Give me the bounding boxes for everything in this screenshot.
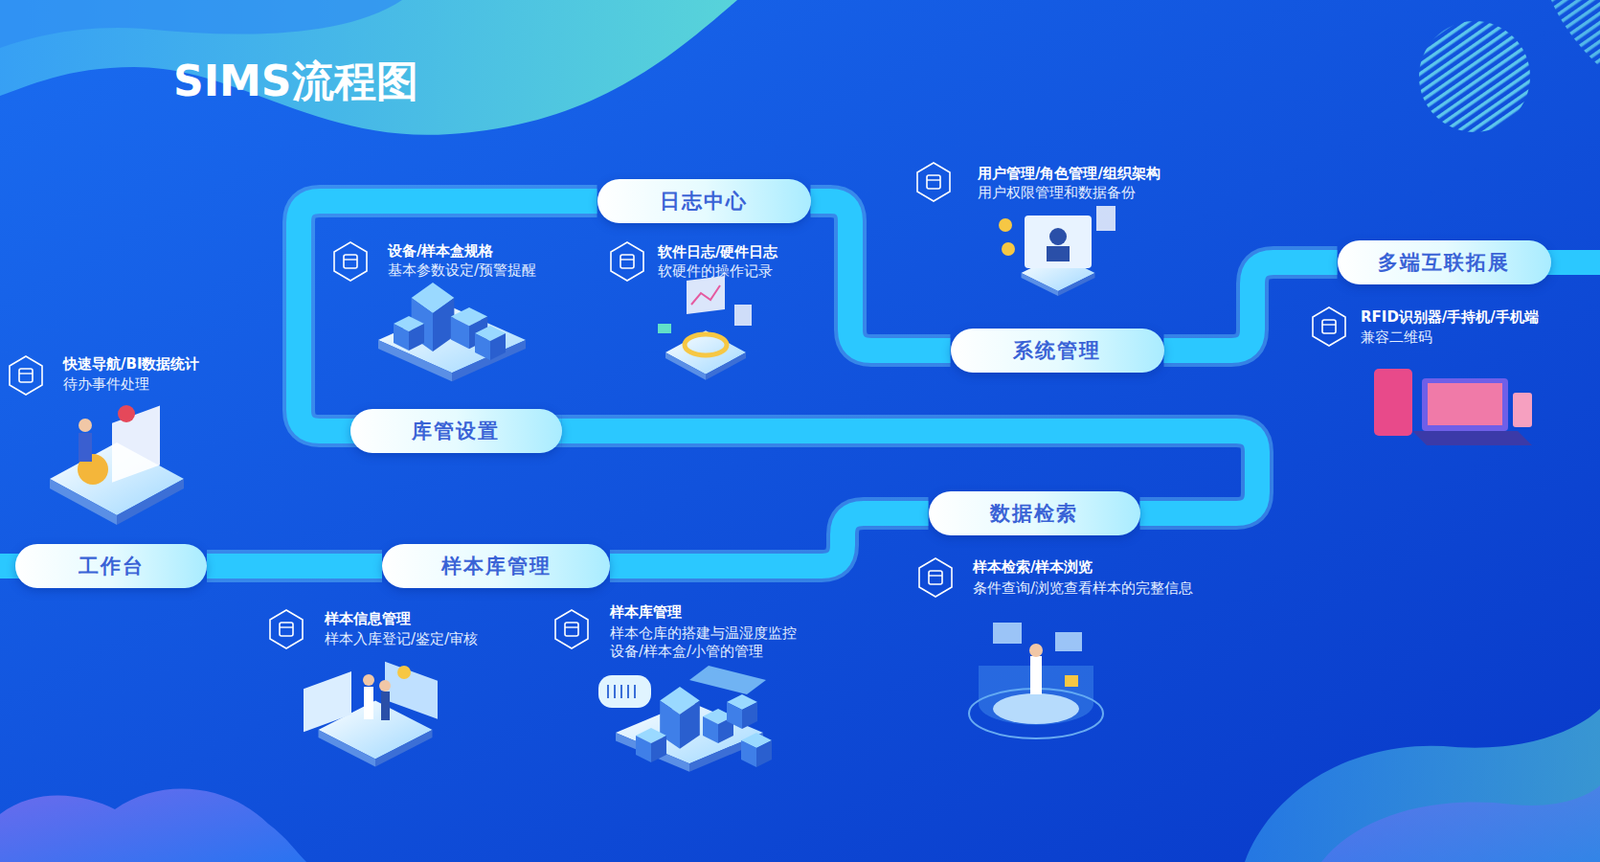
step-name: 库管设置 [411, 417, 500, 445]
step-name: 样本库管理 [441, 552, 552, 580]
feature-heading: 快速导航/BI数据统计 [63, 354, 201, 374]
flow-step-pill: 系统管理 [950, 328, 1165, 373]
feature-description: 用户权限管理和数据备份 [977, 182, 1136, 203]
flow-step-pill: 数据检索 [928, 491, 1141, 536]
feature-heading: 样本信息管理 [324, 608, 411, 629]
step-name: 数据检索 [990, 499, 1079, 527]
flow-connector [811, 201, 951, 351]
step-name: 系统管理 [1013, 337, 1102, 364]
flow-step-pill: 日志中心 [597, 179, 812, 224]
flow-step-pill: 多端互联拓展 [1337, 240, 1552, 285]
feature-description: 样本入库登记/鉴定/审核 [324, 629, 478, 649]
feature-description: 待办事件处理 [63, 374, 150, 394]
flow-connector [1164, 262, 1338, 351]
flow-step-pill: 工作台 [15, 543, 207, 588]
feature-description: 软硬件的操作记录 [657, 261, 773, 281]
feature-description: 条件查询/浏览查看样本的完整信息 [972, 578, 1194, 598]
step-name: 多端互联拓展 [1377, 248, 1510, 276]
feature-heading: 样本检索/样本浏览 [972, 557, 1093, 577]
flow-step-pill: 库管设置 [350, 408, 563, 453]
feature-heading: 设备/样本盒规格 [387, 241, 494, 261]
page-title: SIMS流程图 [173, 53, 419, 111]
flow-step-pill: 样本库管理 [382, 543, 610, 588]
step-name: 日志中心 [659, 187, 748, 215]
feature-heading: 用户管理/角色管理/组织架构 [977, 163, 1161, 183]
feature-description: 设备/样本盒/小管的管理 [609, 641, 764, 661]
flow-connector [609, 513, 929, 566]
step-name: 工作台 [78, 552, 145, 580]
flow-connector [206, 565, 383, 567]
flow-connector [298, 201, 598, 431]
feature-description: 基本参数设定/预警提醒 [387, 260, 537, 280]
feature-heading: 软件日志/硬件日志 [657, 242, 778, 262]
feature-heading: RFID识别器/手持机/手机端 [1360, 307, 1539, 327]
feature-heading: 样本库管理 [609, 602, 682, 622]
feature-description: 样本仓库的搭建与温湿度监控 [609, 623, 797, 643]
flow-connector [562, 430, 1259, 514]
feature-description: 兼容二维码 [1360, 327, 1433, 347]
